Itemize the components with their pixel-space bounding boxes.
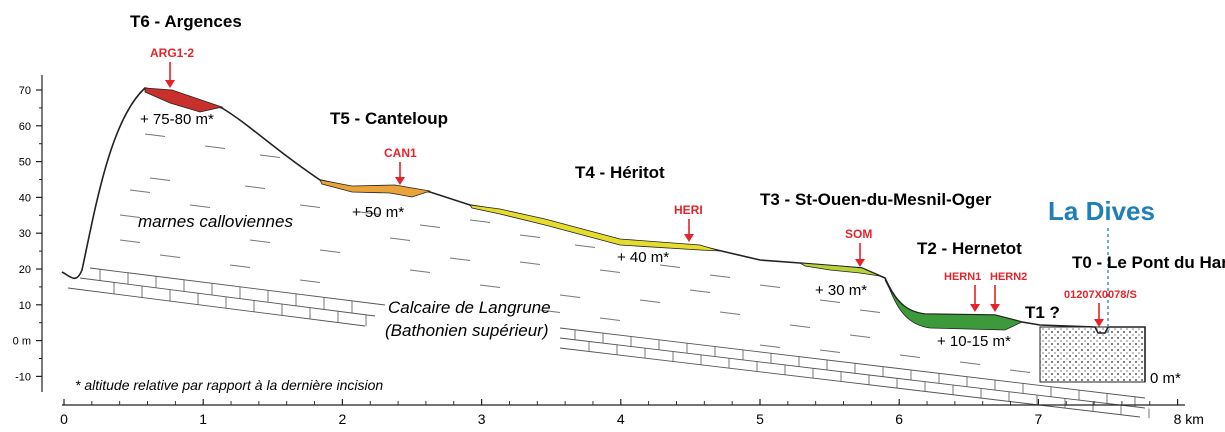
sample-hern1-label: HERN1	[944, 271, 981, 283]
t6-title: T6 - Argences	[130, 12, 242, 31]
sample-hern2-label: HERN2	[990, 271, 1027, 283]
y-axis: 70 60 50 40 30 20 10 0 m -10	[13, 75, 43, 392]
t4-deposit	[469, 204, 721, 252]
marls-label: marnes calloviennes	[138, 212, 293, 231]
y-tick-label: 20	[19, 264, 31, 276]
river-name: La Dives	[1048, 196, 1155, 226]
t5-title: T5 - Canteloup	[330, 109, 448, 128]
sample-arg: ARG1-2	[150, 46, 194, 88]
t0-altitude: 0 m*	[1150, 370, 1181, 387]
t0-deposit	[1039, 326, 1146, 383]
y-tick-label: 60	[19, 121, 31, 133]
y-tick-label: 50	[19, 157, 31, 169]
y-tick-label: 10	[19, 300, 31, 312]
x-tick-label: 3	[478, 411, 486, 427]
x-tick-label: 2	[339, 411, 347, 427]
limestone-label-1: Calcaire de Langrune	[388, 298, 551, 317]
sample-arg-label: ARG1-2	[150, 46, 194, 60]
t6-deposit	[144, 87, 224, 113]
t3-title: T3 - St-Ouen-du-Mesnil-Oger	[760, 190, 992, 209]
x-tick-label: 0	[60, 411, 68, 427]
t0-title: T0 - Le Pont du Ham	[1072, 253, 1225, 272]
x-tick-label: 4	[617, 411, 625, 427]
t2-altitude: + 10-15 m*	[937, 333, 1011, 350]
t3-altitude: + 30 m*	[815, 282, 867, 299]
t5-deposit	[319, 179, 431, 198]
y-tick-label: 30	[19, 228, 31, 240]
x-tick-label: 1	[199, 411, 207, 427]
x-tick-label: 5	[756, 411, 764, 427]
sample-som-label: SOM	[845, 227, 872, 241]
y-tick-label: 40	[19, 192, 31, 204]
x-tick-label: 7	[1035, 411, 1043, 427]
x-tick-label: 6	[895, 411, 903, 427]
y-tick-label: -10	[15, 371, 31, 383]
x-tick-label: 8 km	[1174, 411, 1204, 427]
sample-can-label: CAN1	[384, 146, 417, 160]
sample-heri-label: HERI	[674, 203, 703, 217]
marl-dashes	[119, 133, 1031, 373]
sample-borehole: 01207X0078/S	[1064, 289, 1137, 327]
t3-deposit	[799, 262, 881, 277]
t4-title: T4 - Héritot	[575, 163, 665, 182]
y-tick-label: 70	[19, 85, 31, 97]
y-tick-label: 0 m	[13, 336, 31, 348]
x-axis: 0 1 2 3 4 5 6 7 8 km	[60, 399, 1204, 427]
sample-borehole-label: 01207X0078/S	[1064, 289, 1137, 301]
limestone-brick-marks	[99, 269, 1150, 419]
t2-deposit	[884, 279, 1024, 331]
t2-title: T2 - Hernetot	[917, 239, 1022, 258]
sample-som: SOM	[845, 227, 872, 267]
footnote: * altitude relative par rapport à la der…	[75, 377, 383, 393]
limestone-label-2: (Bathonien supérieur)	[385, 321, 548, 340]
t5-altitude: + 50 m*	[352, 204, 404, 221]
t4-altitude: + 40 m*	[617, 249, 669, 266]
t6-altitude: + 75-80 m*	[140, 111, 214, 128]
sample-can: CAN1	[384, 146, 417, 185]
sample-hern: HERN1 HERN2	[944, 271, 1027, 312]
t1-title: T1 ?	[1025, 303, 1060, 322]
limestone-bands	[67, 267, 1146, 418]
sample-heri: HERI	[674, 203, 703, 242]
